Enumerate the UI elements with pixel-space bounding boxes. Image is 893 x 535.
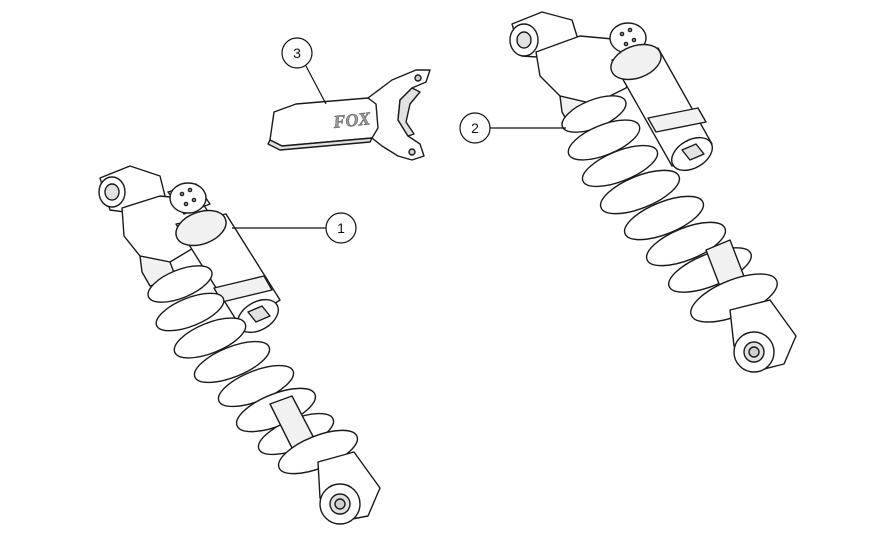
wrench-hook-inner	[397, 87, 421, 137]
shock-absorber-2	[509, 11, 797, 373]
wrench-logo: FOX	[331, 108, 372, 132]
callout-1: 1	[232, 212, 357, 244]
shock-1-reservoir-cap	[167, 182, 211, 215]
callout-3-label: 3	[293, 45, 301, 61]
callout-2-bubble	[459, 112, 491, 144]
callout-3: 3	[281, 37, 327, 105]
callout-1-label: 1	[337, 220, 345, 236]
callout-2: 2	[459, 112, 566, 144]
callout-1-bubble	[325, 212, 357, 244]
callout-3-bubble	[281, 37, 313, 69]
wrench-pin-top	[414, 74, 422, 82]
wrench-hook-head	[367, 69, 431, 161]
wrench-handle-side	[267, 137, 373, 151]
spanner-wrench: FOX	[267, 69, 431, 161]
shock-2-reservoir	[610, 43, 713, 172]
shock-1-reservoir	[175, 209, 281, 334]
shock-2-top-body	[535, 35, 641, 105]
shock-2-bottom-eyelet	[729, 299, 797, 373]
callout-2-label: 2	[471, 120, 479, 136]
wrench-pin-bottom	[408, 148, 416, 156]
shock-absorber-1	[98, 165, 381, 525]
callout-3-leader	[305, 65, 327, 105]
shock-1-bottom-eyelet	[317, 451, 381, 525]
